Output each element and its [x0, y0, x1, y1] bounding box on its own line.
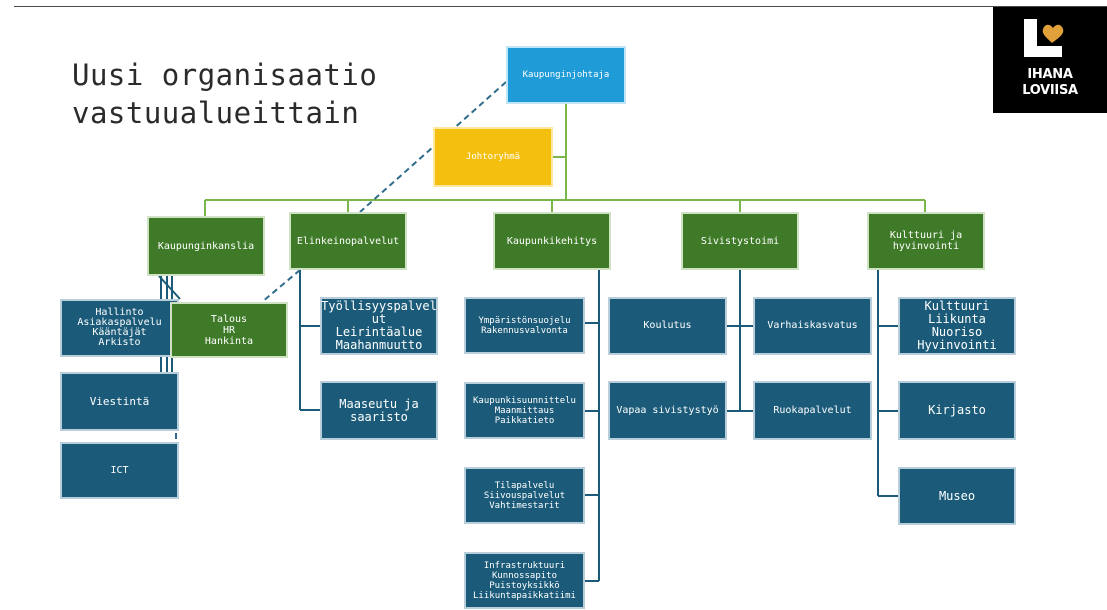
title-line-1: Uusi organisaatio: [72, 58, 378, 92]
node-elinkeinopalvelut: Elinkeinopalvelut: [289, 212, 407, 270]
logo-text-line-1: IHANA: [1027, 67, 1073, 82]
node-kaupunkikehitys: Kaupunkikehitys: [493, 212, 611, 270]
node-maaseutu-ja-saaristo: Maaseutu ja saaristo: [320, 381, 438, 440]
node-museo: Museo: [898, 467, 1016, 525]
node-vapaa-sivistystyo: Vapaa sivistystyö: [608, 381, 727, 440]
node-viestinta: Viestintä: [60, 372, 179, 431]
node-kulttuuri-ja-hyvinvointi: Kulttuuri ja hyvinvointi: [867, 212, 985, 270]
node-sivistystoimi: Sivistystoimi: [681, 212, 799, 270]
node-kirjasto: Kirjasto: [898, 381, 1016, 440]
title-line-2: vastuualueittain: [72, 96, 360, 130]
node-ict: ICT: [60, 442, 179, 499]
dashed-connectors: [175, 81, 507, 442]
node-talous: Talous HR Hankinta: [170, 302, 288, 358]
node-ymparistonsuojelu: Ympäristönsuojelu Rakennusvalvonta: [464, 297, 585, 354]
node-kaupunginjohtaja: Kaupunginjohtaja: [506, 46, 626, 104]
ihana-loviisa-logo: IHANA LOVIISA: [993, 7, 1107, 113]
green-connectors: [204, 104, 926, 216]
node-kaupunginkanslia: Kaupunginkanslia: [147, 216, 265, 276]
node-infrastruktuuri: Infrastruktuuri Kunnossapito Puistoyksik…: [464, 552, 585, 609]
node-kulttuuri-liikunta: Kulttuuri Liikunta Nuoriso Hyvinvointi: [898, 297, 1016, 355]
slide-title: Uusi organisaatio vastuualueittain: [72, 56, 377, 132]
node-hallinto: Hallinto Asiakaspalvelu Kääntäjät Arkist…: [60, 299, 179, 357]
node-ruokapalvelut: Ruokapalvelut: [753, 381, 872, 440]
node-kaupunkisuunnittelu: Kaupunkisuunnittelu Maanmittaus Paikkati…: [464, 382, 585, 439]
logo-l-heart-icon: [1024, 19, 1064, 57]
logo-text-line-2: LOVIISA: [1022, 83, 1078, 98]
node-tyollisyyspalvelut: Työllisyyspalvel ut Leirintäalue Maahanm…: [320, 297, 438, 355]
node-johtoryhma: Johtoryhmä: [433, 127, 553, 187]
node-varhaiskasvatus: Varhaiskasvatus: [753, 297, 872, 355]
node-tilapalvelu: Tilapalvelu Siivouspalvelut Vahtimestari…: [464, 467, 585, 524]
node-koulutus: Koulutus: [608, 297, 727, 355]
top-border-line: [14, 6, 1107, 7]
